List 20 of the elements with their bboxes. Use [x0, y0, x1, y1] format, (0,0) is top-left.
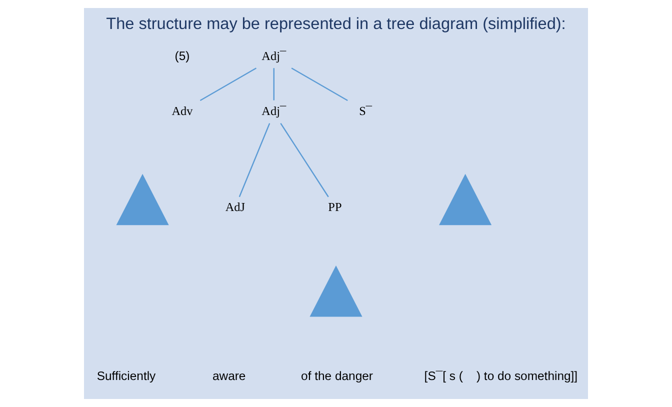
connector	[238, 123, 270, 198]
node-triangle	[310, 266, 362, 317]
connector	[200, 68, 257, 102]
label: Sufficiently	[96, 368, 156, 383]
label: (5)	[174, 49, 190, 64]
node-triangle	[439, 174, 492, 226]
label: of the danger	[301, 368, 373, 383]
node-triangle	[116, 174, 169, 226]
diagram-title: The structure may be represented in a tree diagram (simplified):	[106, 15, 566, 34]
connector	[273, 68, 274, 100]
node-text: S¯	[359, 104, 372, 118]
label: aware	[212, 368, 246, 383]
node-text: PP	[328, 200, 342, 214]
node-text: AdJ	[225, 200, 246, 214]
connector	[291, 68, 348, 102]
node-text: Adv	[172, 104, 193, 118]
node-text: Adj¯	[262, 104, 286, 118]
label: [S¯[ s ( ) to do something]]	[424, 368, 578, 383]
node-text: Adj¯	[262, 49, 286, 64]
connector	[280, 122, 329, 198]
